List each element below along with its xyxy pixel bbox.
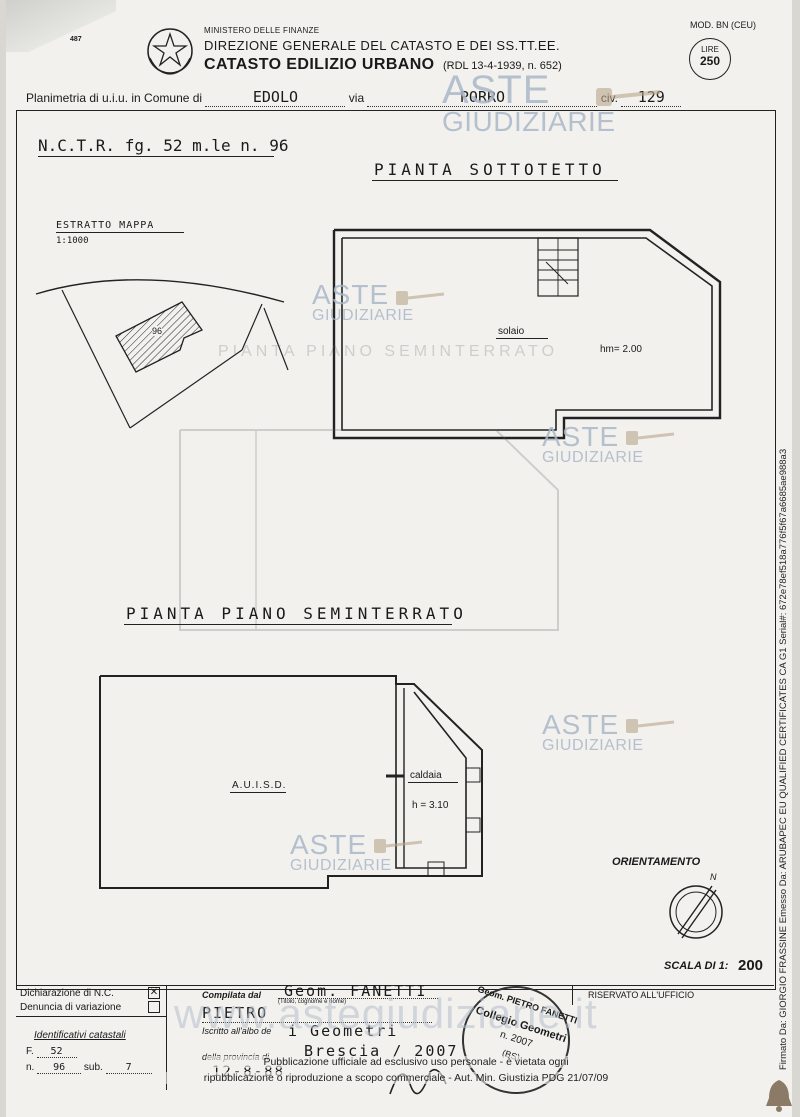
direzione-label: DIREZIONE GENERALE DEL CATASTO E DEI SS.… bbox=[204, 38, 560, 53]
footer-divider-left bbox=[166, 985, 167, 1090]
footer-separator bbox=[16, 1016, 166, 1017]
code-tag: 487 bbox=[70, 36, 82, 43]
caldaia-height: h = 3.10 bbox=[412, 800, 449, 811]
footer-divider-right bbox=[572, 985, 573, 1005]
caldaia-label: caldaia bbox=[410, 770, 442, 781]
planimetria-row: Planimetria di u.i.u. in Comune di EDOLO… bbox=[26, 88, 786, 107]
lire-label: LIRE bbox=[701, 45, 719, 54]
gavel-icon bbox=[396, 291, 445, 305]
gavel-icon bbox=[626, 719, 675, 733]
plan-frame bbox=[16, 110, 776, 990]
compilata-value: Geom. FANETTI bbox=[284, 982, 428, 1000]
north-label: N bbox=[710, 872, 717, 882]
orientamento-label: ORIENTAMENTO bbox=[612, 856, 701, 868]
denuncia-checkbox bbox=[148, 1001, 160, 1013]
sub-value: 7 bbox=[105, 1062, 152, 1074]
sottotetto-title: PIANTA SOTTOTETTO bbox=[374, 160, 606, 179]
nome-value: PIETRO bbox=[202, 1004, 269, 1022]
gavel-icon bbox=[374, 839, 423, 853]
provincia-value: Brescia / 2007 bbox=[304, 1042, 459, 1060]
north-compass-icon bbox=[669, 885, 723, 939]
estratto-underline bbox=[56, 232, 184, 233]
aste-watermark-4: ASTE GIUDIZIARIE bbox=[290, 829, 392, 874]
dichiarazione-label: Dichiarazione di N.C. bbox=[20, 988, 114, 999]
n-label: n. bbox=[26, 1062, 35, 1073]
republic-emblem-icon bbox=[147, 28, 193, 75]
ministry-label: MINISTERO DELLE FINANZE bbox=[204, 26, 320, 35]
identificativi-label: Identificativi catastali bbox=[34, 1030, 126, 1041]
sottotetto-underline bbox=[372, 180, 618, 181]
caldaia-underline bbox=[408, 782, 458, 783]
riservato-label: RISERVATO ALL'UFFICIO bbox=[588, 990, 695, 1000]
rdl-ref: (RDL 13-4-1939, n. 652) bbox=[442, 60, 562, 72]
seminterrato-plan bbox=[99, 675, 483, 889]
f-value: 52 bbox=[36, 1046, 77, 1058]
compilata-label: Compilata dal bbox=[202, 990, 262, 1000]
nome-line bbox=[202, 1022, 432, 1023]
gavel-icon bbox=[626, 431, 675, 445]
via-label: via bbox=[348, 91, 365, 105]
folded-corner bbox=[6, 0, 116, 52]
denuncia-label: Denuncia di variazione bbox=[20, 1002, 122, 1013]
nctr-label: N.C.T.R. fg. 52 m.le n. 96 bbox=[38, 136, 289, 155]
aste-watermark-1: ASTE GIUDIZIARIE bbox=[312, 279, 414, 324]
disclaimer-line-1: Pubblicazione ufficiale ad esclusivo uso… bbox=[206, 1056, 626, 1068]
bell-icon bbox=[766, 1080, 792, 1112]
lire-badge: LIRE 250 bbox=[689, 38, 731, 80]
svg-text:PIANTA PIANO SEMINTERRATO: PIANTA PIANO SEMINTERRATO bbox=[218, 343, 558, 360]
aste-watermark-2: ASTE GIUDIZIARIE bbox=[542, 421, 644, 466]
aste-watermark-3: ASTE GIUDIZIARIE bbox=[542, 709, 644, 754]
seminterrato-underline bbox=[124, 624, 452, 625]
estratto-title: ESTRATTO MAPPA bbox=[56, 220, 155, 231]
catasto-row: CATASTO EDILIZIO URBANO (RDL 13-4-1939, … bbox=[204, 56, 562, 74]
gavel-icon bbox=[596, 88, 661, 106]
footer-box bbox=[16, 985, 774, 1091]
iscritto-label: Iscritto all'albo de bbox=[202, 1026, 272, 1036]
estratto-map-drawing bbox=[35, 279, 289, 429]
dichiarazione-checkbox: ✕ bbox=[148, 987, 160, 999]
aste-watermark-top: ASTE GIUDIZIARIE bbox=[442, 68, 616, 137]
scala-value: 200 bbox=[738, 957, 764, 974]
sub-label: sub. bbox=[83, 1062, 103, 1073]
f-label: F. bbox=[26, 1046, 34, 1057]
titolo-hint: (Titolo, cognome e nome) bbox=[278, 999, 347, 1005]
n-row: n. 96 sub. 7 bbox=[26, 1062, 152, 1074]
f-row: F. 52 bbox=[26, 1046, 77, 1058]
site-watermark: www.astegiudiziarie.it bbox=[174, 990, 598, 1037]
n-value: 96 bbox=[37, 1062, 82, 1074]
albo-value: i Geometri bbox=[288, 1022, 399, 1040]
nctr-underline bbox=[38, 156, 274, 157]
scala-label: SCALA DI 1: bbox=[664, 960, 729, 972]
document-sheet: 487 MINISTERO DELLE FINANZE DIREZIONE GE… bbox=[6, 0, 792, 1117]
seminterrato-title: PIANTA PIANO SEMINTERRATO bbox=[126, 604, 467, 623]
estratto-scale: 1:1000 bbox=[56, 236, 89, 246]
disclaimer-line-2: ripubblicazione o riproduzione a scopo c… bbox=[156, 1072, 656, 1084]
auisd-underline bbox=[230, 792, 286, 793]
auisd-label: A.U.I.S.D. bbox=[232, 780, 287, 791]
map-parcel-number: 96 bbox=[152, 326, 163, 336]
sottotetto-plan bbox=[332, 228, 722, 440]
comune-value: EDOLO bbox=[205, 88, 346, 107]
mod-label: MOD. BN (CEU) bbox=[690, 20, 756, 30]
solaio-label: solaio bbox=[498, 326, 525, 337]
via-value: PORRO bbox=[367, 88, 598, 107]
solaio-underline bbox=[496, 338, 548, 339]
solaio-height: hm= 2.00 bbox=[600, 344, 642, 355]
side-signature-text: Firmato Da: GIORGIO FRASSINE Emesso Da: … bbox=[778, 448, 789, 1070]
compilata-line bbox=[278, 998, 438, 999]
planimetria-label: Planimetria di u.i.u. in Comune di bbox=[26, 91, 203, 105]
bleed-through-drawing: PIANTA PIANO SEMINTERRATO bbox=[179, 343, 559, 631]
catasto-title: CATASTO EDILIZIO URBANO bbox=[204, 56, 435, 73]
lire-value: 250 bbox=[699, 54, 721, 68]
